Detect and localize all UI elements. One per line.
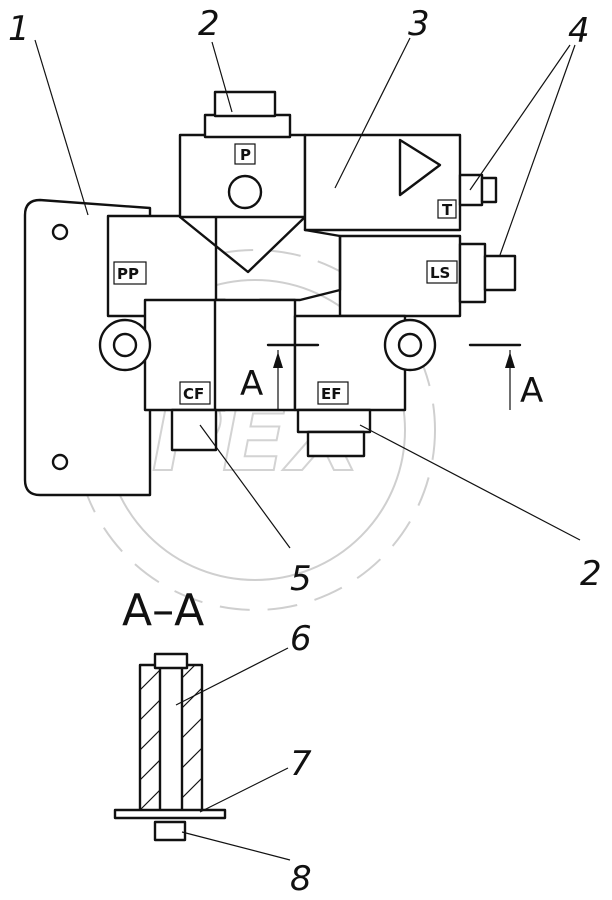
callout-1: 1	[8, 9, 30, 49]
leader-8	[181, 831, 291, 861]
top-fitting-nut	[203, 113, 292, 139]
callout-3: 3	[408, 4, 430, 44]
section-arrow-left-head	[273, 352, 283, 368]
center-block	[213, 298, 297, 412]
left-ear	[98, 318, 152, 372]
svg-text:T: T	[442, 201, 453, 219]
svg-text:CF: CF	[183, 385, 204, 403]
p-block-chamfer	[178, 215, 307, 274]
block-3	[303, 133, 462, 232]
leader-2-bottom	[359, 424, 581, 541]
cf-fitting	[170, 408, 218, 452]
right-ear	[383, 318, 437, 372]
ls-fitting-body	[458, 242, 487, 304]
ef-block	[293, 314, 407, 412]
section-title: A–A	[122, 585, 204, 636]
callout-2-bottom: 2	[580, 554, 602, 594]
ef-fitting-nut	[296, 408, 372, 434]
section-detail	[113, 652, 227, 842]
port-label-cf: CF	[179, 381, 211, 405]
port-label-ef: EF	[317, 381, 349, 405]
port-label-ls: LS	[426, 260, 458, 284]
port-label-pp: PP	[113, 261, 147, 285]
right-bolt	[397, 332, 423, 358]
svg-text:LS: LS	[430, 264, 450, 282]
ls-fitting-cap	[483, 254, 517, 292]
port-label-t: T	[437, 199, 457, 219]
leader-7	[199, 767, 289, 813]
callout-4: 4	[568, 11, 590, 51]
section-mark-left: A	[240, 364, 263, 404]
block-3-chamfer	[398, 138, 442, 197]
svg-text:PP: PP	[117, 265, 139, 283]
leader-3	[334, 37, 411, 189]
leader-4-b	[499, 44, 576, 256]
section-mark-right: A	[520, 371, 543, 411]
leader-4-a	[469, 44, 571, 191]
left-bolt	[112, 332, 138, 358]
svg-text:P: P	[240, 146, 251, 164]
ef-fitting-cap	[306, 430, 366, 458]
leader-2-top	[211, 41, 233, 113]
t-fitting-body	[458, 173, 484, 207]
bracket-hole-bottom	[51, 453, 69, 471]
callout-8: 8	[290, 859, 312, 899]
leader-6	[175, 647, 289, 706]
callout-7: 7	[290, 744, 312, 784]
callout-2-top: 2	[198, 4, 220, 44]
leader-5	[199, 424, 291, 549]
leader-1	[34, 39, 89, 216]
callout-5: 5	[290, 559, 312, 599]
t-fitting-cap	[480, 176, 498, 204]
p-port-opening	[227, 174, 263, 210]
section-arrow-right-head	[505, 352, 515, 368]
svg-text:EF: EF	[321, 385, 342, 403]
callout-6: 6	[290, 619, 312, 659]
top-fitting-cap	[213, 90, 277, 118]
bracket-hole-top	[51, 223, 69, 241]
port-label-p: P	[234, 143, 256, 165]
